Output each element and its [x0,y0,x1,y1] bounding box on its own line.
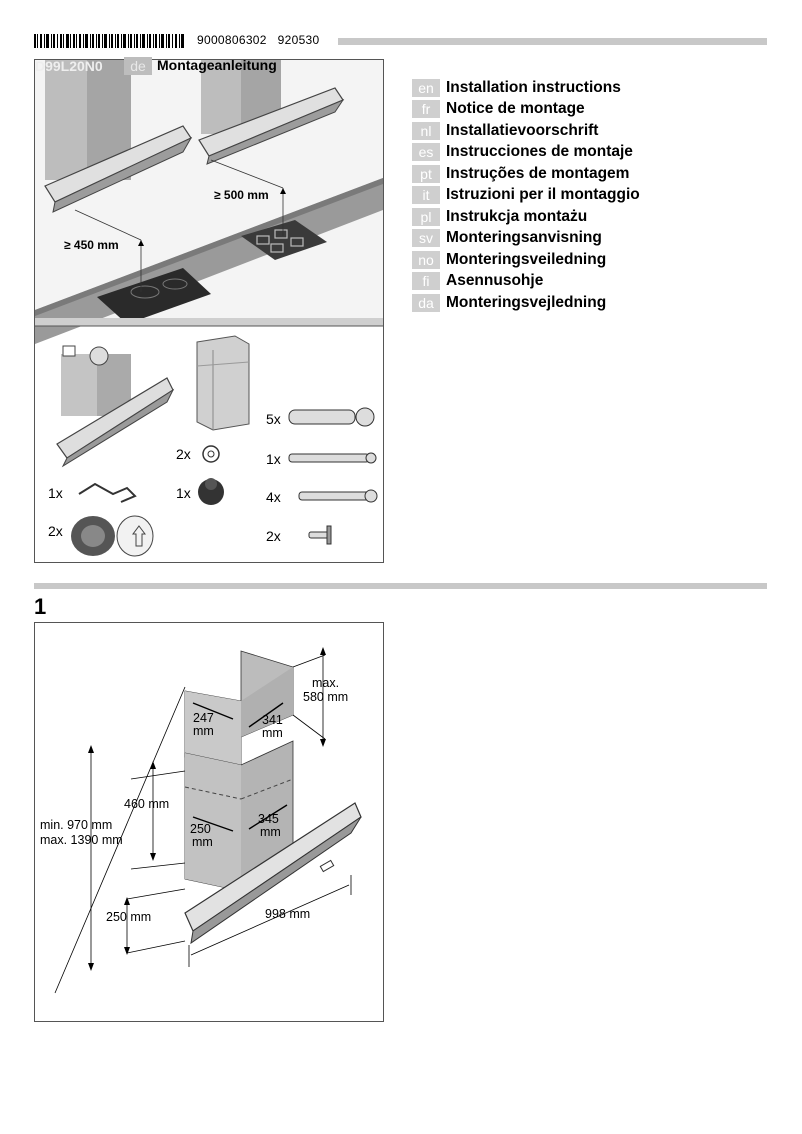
lang-title: Monteringsveiledning [446,250,607,268]
dim-lower-width-unit: mm [192,835,213,849]
qty-small-screw: 2x [266,528,281,544]
language-item: fr Notice de montage [412,99,640,121]
language-item: pt Instruções de montagem [412,163,640,185]
lang-code: fi [412,272,440,291]
dim-hood-width: 998 mm [265,907,311,921]
lang-title: Instrucciones de montaje [446,143,633,161]
lang-code: no [412,250,440,269]
lang-title: Instruções de montagem [446,164,630,182]
dim-hood-height: 250 mm [106,910,152,924]
qty-bolt: 1x [266,451,281,467]
lang-code: sv [412,229,440,248]
hood-overview-drawing [35,60,383,557]
lang-title: Installation instructions [446,78,621,96]
lang-title: Instrukcja montażu [446,207,588,225]
lang-code: en [412,78,440,97]
date-code: 920530 [277,33,320,47]
doc-number: 9000806302 [197,33,267,47]
dimension-drawing [34,622,384,1022]
dim-max-chimney: max. [312,676,339,690]
dim-lower-width: 250 [190,822,211,836]
lang-code: da [412,293,440,312]
section-rule [34,583,767,589]
dim-upper-depth-unit: mm [262,726,283,740]
lang-title: Monteringsanvisning [446,229,602,247]
lang-tag-de: de [124,57,152,75]
language-item: es Instrucciones de montaje [412,142,640,164]
qty-knob: 1x [176,485,191,501]
language-item: no Monteringsveiledning [412,249,640,271]
dim-upper-width-unit: mm [193,724,214,738]
lang-title: Notice de montage [446,100,585,118]
dim-max-label: max. [312,676,340,690]
qty-plug: 2x [48,523,63,539]
qty-washer: 2x [176,446,191,462]
dim-total-min: min. 970 mm [40,818,113,832]
qty-anchor: 5x [266,411,281,427]
dim-lower-depth-unit: mm [260,825,281,839]
lang-title: Asennusohje [446,272,544,290]
dimensions-diagram [54,647,362,994]
step-number: 1 [34,594,47,619]
language-item: en Installation instructions [412,77,640,99]
clearance-electric: ≥ 450 mm [64,238,119,252]
lang-code: es [412,143,440,162]
header-rule [338,38,767,45]
language-list: en Installation instructions fr Notice de … [412,77,640,314]
dim-total-max: max. 1390 mm [40,833,123,847]
dim-max-chimney-value: 580 mm [303,690,349,704]
language-item: fi Asennusohje [412,271,640,293]
dim-upper-width: 247 [193,711,214,725]
lang-code: fr [412,100,440,119]
clearance-gas: ≥ 500 mm [214,188,269,202]
document-number: 9000806302 920530 [197,33,320,47]
dim-upper-depth: 341 [262,713,283,727]
lang-code: pl [412,207,440,226]
manual-title: Montageanleitung [157,57,277,73]
lang-code: pt [412,164,440,183]
language-item: da Monteringsvejledning [412,292,640,314]
language-item: nl Installatievoorschrift [412,120,640,142]
dim-lower-height: 460 mm [124,797,170,811]
qty-bracket: 1x [48,485,63,501]
lang-code: nl [412,121,440,140]
lang-code: it [412,186,440,205]
language-item: sv Monteringsanvisning [412,228,640,250]
overview-illustration [34,59,384,563]
lang-title: Istruzioni per il montaggio [446,186,640,204]
model-number: D99L20N0 [35,58,103,74]
language-item: pl Instrukcja montażu [412,206,640,228]
lang-title: Installatievoorschrift [446,121,599,139]
qty-screw: 4x [266,489,281,505]
language-item: it Istruzioni per il montaggio [412,185,640,207]
dim-lower-depth: 345 [258,812,279,826]
barcode-icon [34,34,184,48]
lang-title: Monteringsvejledning [446,293,607,311]
